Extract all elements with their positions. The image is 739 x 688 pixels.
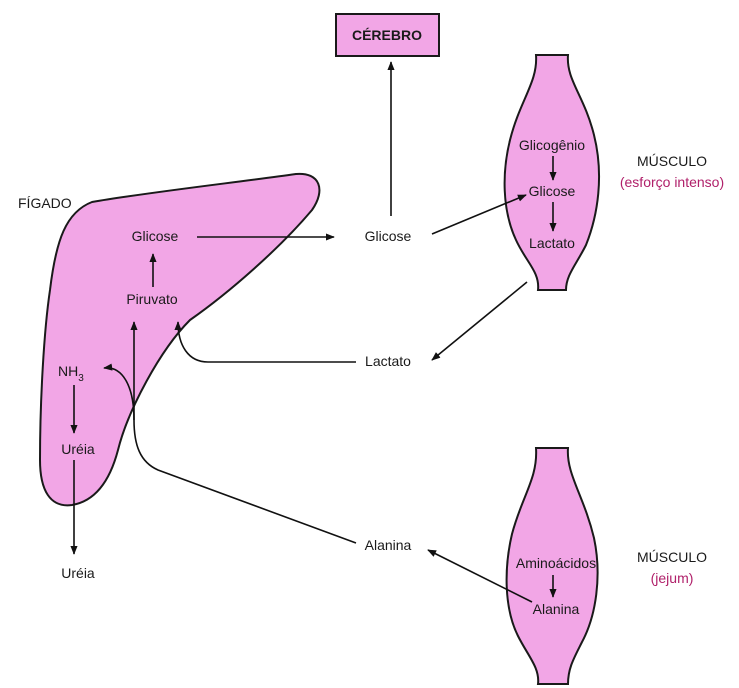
- blood-lactate-label: Lactato: [365, 353, 411, 369]
- muscle-fasting-subtitle: (jejum): [651, 570, 694, 586]
- muscle-exercise-shape: [505, 55, 599, 290]
- blood-glucose-label: Glicose: [365, 228, 412, 244]
- muscle-glycogen-label: Glicogênio: [519, 137, 585, 153]
- muscle-fasting-title: MÚSCULO: [637, 549, 707, 565]
- blood-alanine-label: Alanina: [365, 537, 412, 553]
- liver-pyruvate-label: Piruvato: [126, 291, 178, 307]
- muscle-lactate-label: Lactato: [529, 235, 575, 251]
- muscle-exercise-subtitle: (esforço intenso): [620, 174, 724, 190]
- excreted-urea-label: Uréia: [61, 565, 95, 581]
- brain-box: CÉREBRO: [336, 14, 439, 56]
- muscle-amino-acids-label: Aminoácidos: [516, 555, 596, 571]
- liver-label: FÍGADO: [18, 195, 72, 211]
- muscle-alanine-label: Alanina: [533, 601, 580, 617]
- liver-urea-label: Uréia: [61, 441, 95, 457]
- brain-label: CÉREBRO: [352, 27, 422, 43]
- arrow-lactate-to-pyruvate: [178, 322, 356, 362]
- muscle-exercise-title: MÚSCULO: [637, 153, 707, 169]
- arrow-alanine-to-pyruvate: [134, 322, 356, 543]
- liver-glucose-label: Glicose: [132, 228, 179, 244]
- arrow-muscle-lactate-to-blood: [432, 282, 527, 360]
- muscle-glucose-label: Glicose: [529, 183, 576, 199]
